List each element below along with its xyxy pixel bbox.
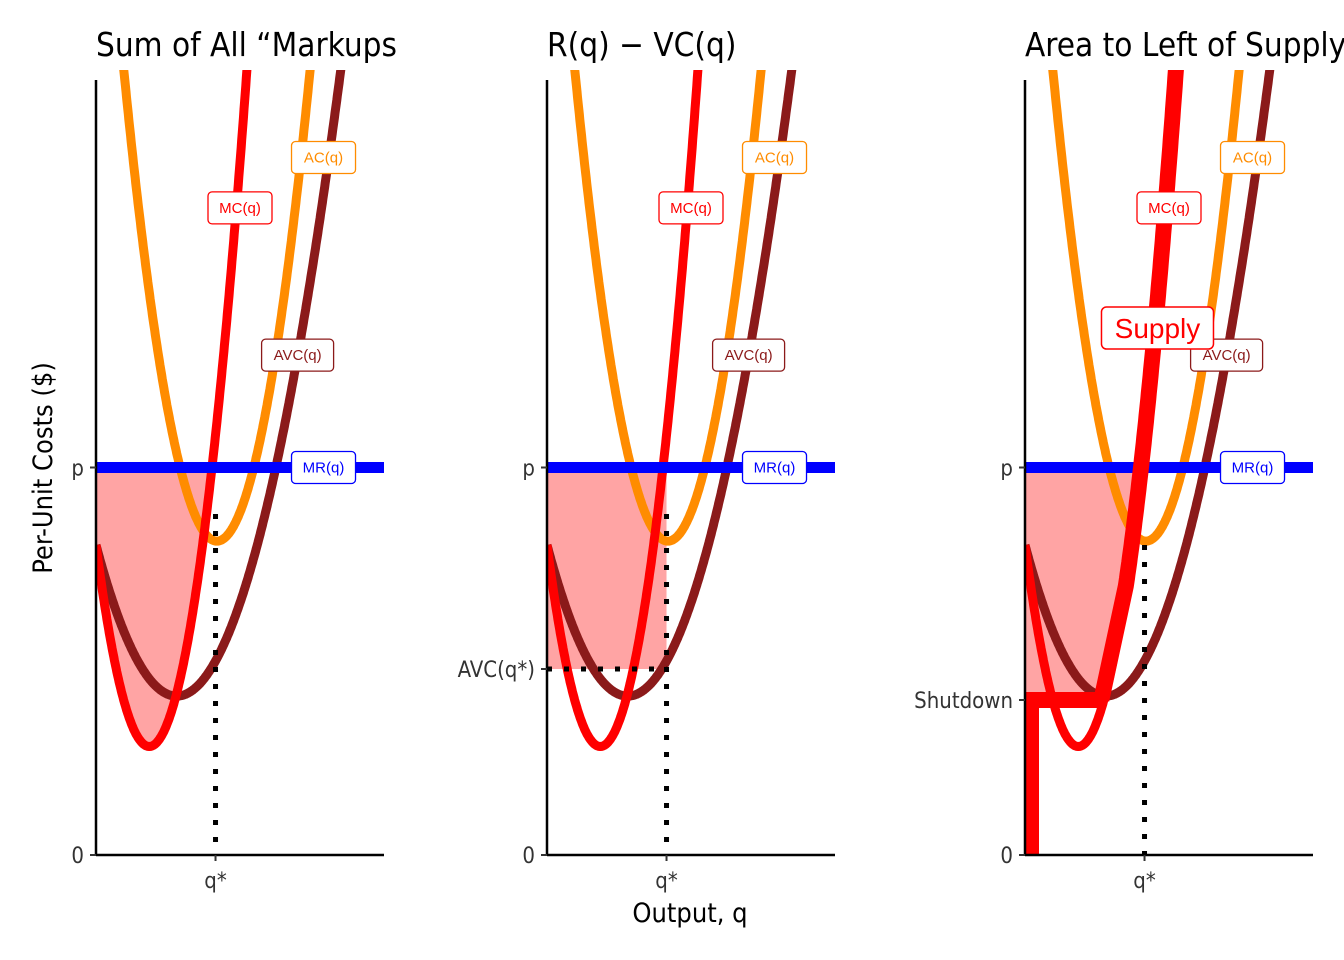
x-tick-label: q* <box>204 869 227 894</box>
y-tick-label: Shutdown <box>914 689 1013 714</box>
curve-label-acq: AC(q) <box>741 140 808 175</box>
svg-text:AVC(q): AVC(q) <box>725 347 773 364</box>
x-axis-title: Output, q <box>632 898 747 929</box>
mc-curve <box>96 70 252 751</box>
svg-text:MC(q): MC(q) <box>1148 200 1190 217</box>
curve-label-mcq: MC(q) <box>207 191 273 225</box>
panel-title: Area to Left of Supply <box>1025 25 1344 64</box>
y-tick-label: AVC(q*) <box>458 658 535 683</box>
svg-text:MR(q): MR(q) <box>303 460 345 477</box>
svg-text:AVC(q): AVC(q) <box>274 347 322 364</box>
svg-text:AC(q): AC(q) <box>755 150 794 167</box>
y-axis-title: Per-Unit Costs ($) <box>28 362 59 574</box>
curve-label-mcq: MC(q) <box>658 191 724 225</box>
svg-text:AC(q): AC(q) <box>1233 150 1272 167</box>
curve-label-supply: Supply <box>1100 306 1215 350</box>
x-tick-label: q* <box>655 869 678 894</box>
svg-text:MC(q): MC(q) <box>219 200 261 217</box>
avc-curve <box>547 70 797 701</box>
y-tick-label: p <box>522 457 535 482</box>
y-tick-label: p <box>71 457 84 482</box>
curve-label-mcq: MC(q) <box>1136 191 1202 225</box>
curve-label-mrq: MR(q) <box>290 450 357 485</box>
plot-area-3 <box>1025 70 1313 855</box>
svg-text:AVC(q): AVC(q) <box>1203 347 1251 364</box>
shaded-area <box>96 467 216 747</box>
plot-area-2 <box>547 70 835 751</box>
y-tick-label: 0 <box>71 844 84 869</box>
curve-label-mrq: MR(q) <box>1219 450 1286 485</box>
curve-label-mrq: MR(q) <box>741 450 808 485</box>
panel-title: Sum of All “Markups” <box>96 25 412 64</box>
svg-text:MR(q): MR(q) <box>1232 460 1274 477</box>
svg-text:MC(q): MC(q) <box>670 200 712 217</box>
ac-curve <box>1048 70 1244 546</box>
panel-1: 0 p q* MC(q) AC(q) AVC(q) MR(q) Sum of All “Mar… <box>71 25 412 894</box>
svg-text:AC(q): AC(q) <box>304 150 343 167</box>
supply-curve <box>1093 70 1184 702</box>
ac-curve <box>119 70 315 546</box>
ac-curve <box>570 70 766 546</box>
curve-label-avcq: AVC(q) <box>711 338 786 372</box>
panel-title: R(q) − VC(q) <box>547 25 736 64</box>
avc-curve <box>1025 70 1275 701</box>
y-tick-label: 0 <box>522 844 535 869</box>
y-tick-label: 0 <box>1000 844 1013 869</box>
plot-area-1 <box>96 70 384 751</box>
panel-2: 0 AVC(q*) p q* MC(q) AC(q) AVC(q) MR(q) R(q) − V… <box>458 25 835 894</box>
supply-vertical-segment <box>1025 700 1039 855</box>
x-tick-label: q* <box>1133 869 1156 894</box>
svg-text:Supply: Supply <box>1115 313 1201 344</box>
mc-curve <box>547 70 703 751</box>
shaded-area <box>547 467 667 669</box>
svg-text:MR(q): MR(q) <box>754 460 796 477</box>
curve-label-acq: AC(q) <box>290 140 357 175</box>
curve-label-acq: AC(q) <box>1219 140 1286 175</box>
avc-curve <box>96 70 346 701</box>
y-tick-label: p <box>1000 457 1013 482</box>
curve-label-avcq: AVC(q) <box>260 338 335 372</box>
panel-3: 0 Shutdown p q* MC(q) AC(q) AVC(q) MR(q) Supply A… <box>914 25 1344 894</box>
